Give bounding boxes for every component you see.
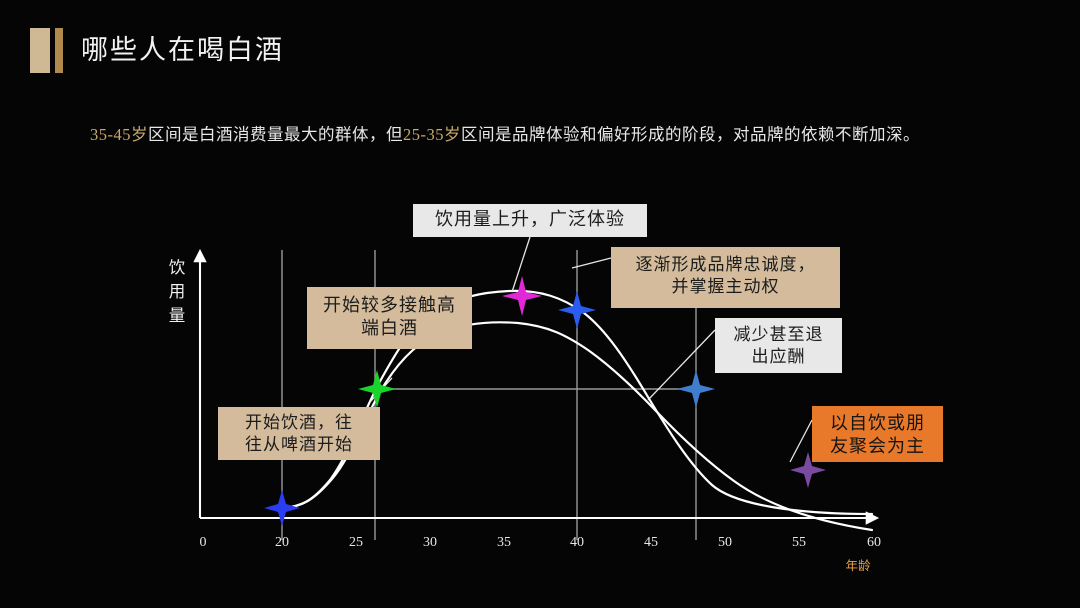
data-point-markers — [264, 276, 826, 526]
annotation-high-end-line2: 端白酒 — [361, 318, 418, 339]
leader-reduce — [647, 329, 716, 401]
annotation-self-drinking: 以自饮或朋 友聚会为主 — [812, 406, 943, 462]
annotation-rise: 饮用量上升，广泛体验 — [413, 204, 647, 237]
subtitle-text-2: 区间是品牌体验和偏好形成的阶段，对品牌的依赖不断加深。 — [461, 125, 920, 144]
x-axis-label: 年龄 — [845, 559, 871, 573]
leader-self — [789, 419, 813, 463]
xtick-45: 45 — [644, 535, 658, 550]
y-axis-label-char-3: 量 — [169, 306, 186, 325]
annotation-start-line2: 往从啤酒开始 — [245, 435, 353, 455]
marker-purple-55 — [790, 452, 826, 488]
annotation-self-line2: 友聚会为主 — [830, 436, 925, 457]
page-title: 哪些人在喝白酒 — [81, 34, 284, 65]
marker-start-20 — [264, 490, 300, 526]
title-accent-bar-dark — [55, 27, 63, 73]
annotation-rise-text: 饮用量上升，广泛体验 — [435, 209, 625, 229]
y-axis-label-char-2: 用 — [169, 282, 186, 301]
xtick-55: 55 — [792, 535, 806, 550]
annotation-loyalty: 逐渐形成品牌忠诚度， 并掌握主动权 — [611, 247, 840, 308]
subtitle-text-1: 区间是白酒消费量最大的群体，但 — [148, 125, 403, 144]
xtick-60: 60 — [867, 535, 881, 550]
annotation-self-line1: 以自饮或朋 — [830, 413, 925, 433]
xtick-20: 20 — [275, 535, 289, 550]
x-axis-tick-labels: 0 20 25 30 35 40 45 50 55 60 — [200, 535, 882, 550]
xtick-0: 0 — [200, 535, 207, 550]
annotation-high-end-line1: 开始较多接触高 — [323, 295, 456, 315]
consumption-curve-chart: 0 20 25 30 35 40 45 50 55 60 年龄 饮 用 量 — [169, 236, 882, 573]
subtitle: 35-45岁区间是白酒消费量最大的群体，但25-35岁区间是品牌体验和偏好形成的… — [90, 121, 1010, 145]
xtick-40: 40 — [570, 535, 584, 550]
annotation-high-end: 开始较多接触高 端白酒 — [307, 287, 472, 349]
y-axis-label: 饮 用 量 — [169, 258, 186, 325]
chart-area: 0 20 25 30 35 40 45 50 55 60 年龄 饮 用 量 — [0, 180, 1080, 580]
xtick-50: 50 — [718, 535, 732, 550]
annotation-reduce-line2: 出应酬 — [751, 347, 806, 367]
leader-rise — [511, 236, 531, 293]
xtick-35: 35 — [497, 535, 511, 550]
annotation-loyalty-line1: 逐渐形成品牌忠诚度， — [635, 255, 816, 274]
y-axis-label-char-1: 饮 — [169, 258, 186, 277]
slide-title-block: 哪些人在喝白酒 — [30, 27, 284, 73]
subtitle-range-2: 25-35岁 — [403, 125, 461, 144]
annotation-reduce-line1: 减少甚至退 — [733, 325, 824, 344]
xtick-25: 25 — [349, 535, 363, 550]
marker-magenta-36 — [502, 276, 542, 316]
annotation-start-line1: 开始饮酒，往 — [245, 413, 353, 432]
xtick-30: 30 — [423, 535, 437, 550]
leader-loyal — [571, 257, 612, 269]
subtitle-range-1: 35-45岁 — [90, 125, 148, 144]
marker-green-26 — [358, 370, 396, 408]
annotation-start-drinking: 开始饮酒，往 往从啤酒开始 — [218, 407, 380, 460]
marker-blue-40 — [558, 291, 596, 329]
title-accent-bar-light — [30, 27, 50, 73]
marker-blue-48 — [677, 370, 715, 408]
annotation-reduce: 减少甚至退 出应酬 — [715, 318, 842, 373]
annotation-loyalty-line2: 并掌握主动权 — [671, 277, 780, 297]
